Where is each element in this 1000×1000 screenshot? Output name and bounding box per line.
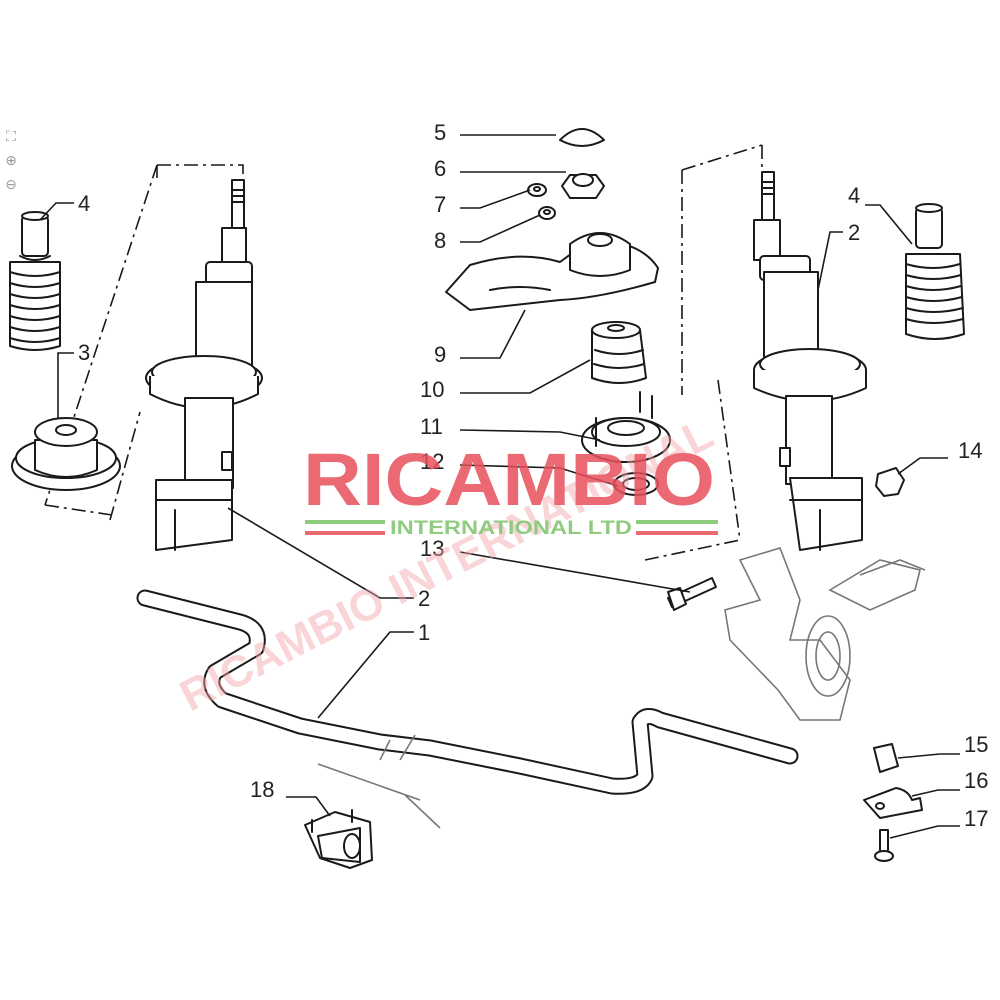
dust-boot-left — [9, 211, 61, 351]
bolt-13 — [667, 577, 717, 611]
fit-to-screen-icon[interactable]: ⛶ — [6, 129, 16, 145]
screw-17 — [874, 829, 894, 862]
self-locking-nut — [561, 173, 605, 199]
callout-3: 3 — [78, 340, 90, 365]
stabilizer-bar — [136, 589, 799, 829]
left-assembly-frame — [157, 164, 244, 180]
watermark-brand: RICAMBIO — [303, 438, 715, 521]
callout-18: 18 — [250, 777, 274, 802]
callout-2-left: 2 — [418, 586, 430, 611]
clamp-16 — [863, 787, 923, 819]
support-plate — [445, 232, 659, 311]
callout-14: 14 — [958, 438, 982, 463]
watermark-subtitle: INTERNATIONAL LTD — [390, 518, 632, 539]
shock-absorber-left — [145, 179, 263, 551]
viewer-toolbar: ⛶ ⊕ ⊖ — [2, 128, 22, 200]
callout-12: 12 — [420, 449, 444, 474]
callout-4-left: 4 — [78, 191, 90, 216]
shock-absorber-right — [753, 171, 867, 551]
callout-7: 7 — [434, 192, 446, 217]
callout-1: 1 — [418, 620, 430, 645]
strut-mount-left — [11, 417, 121, 491]
callout-11: 11 — [420, 414, 443, 439]
nut-14 — [875, 467, 905, 497]
zoom-in-icon[interactable]: ⊕ — [5, 153, 17, 169]
right-assembly-frame — [681, 144, 763, 171]
watermark-line-green-right — [636, 520, 718, 524]
watermark-line-red-right — [636, 531, 718, 535]
callout-4-right: 4 — [848, 183, 860, 208]
watermark-line-green-left — [305, 520, 385, 524]
rubber-buffer — [591, 321, 647, 384]
callout-2-right: 2 — [848, 220, 860, 245]
cap — [559, 128, 605, 147]
callout-17: 17 — [964, 806, 988, 831]
zoom-out-icon[interactable]: ⊖ — [5, 177, 17, 193]
callout-13: 13 — [420, 536, 444, 561]
callout-16: 16 — [964, 768, 988, 793]
callout-6: 6 — [434, 156, 446, 181]
watermark: RICAMBIO INTERNATIONAL RICAMBIO INTERNAT… — [172, 409, 721, 721]
callout-15: 15 — [964, 732, 988, 757]
bar-mounting-bracket — [304, 809, 373, 869]
callout-8: 8 — [434, 228, 446, 253]
dust-boot-right — [905, 203, 965, 340]
leader-lines — [39, 134, 960, 839]
callout-9: 9 — [434, 342, 446, 367]
bush-15 — [873, 743, 899, 773]
steering-knuckle-outline — [724, 547, 926, 721]
spring-seat — [581, 391, 671, 463]
watermark-line-red-left — [305, 531, 385, 535]
callout-10: 10 — [420, 377, 444, 402]
callout-5: 5 — [434, 120, 446, 145]
